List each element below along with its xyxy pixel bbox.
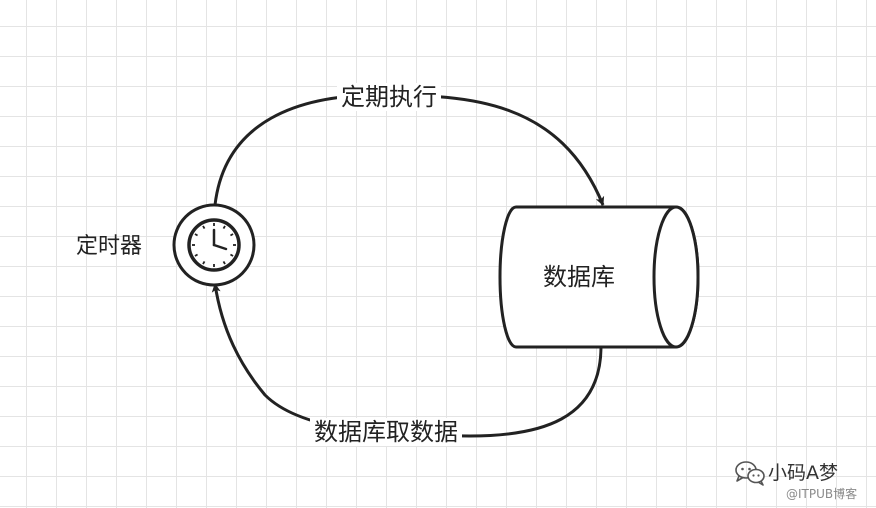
- database-node: [498, 205, 700, 349]
- watermark: 小码A梦 @ITPUB博客: [732, 458, 872, 504]
- clock-tick: [194, 253, 198, 257]
- edge-schedule-label: 定期执行: [337, 83, 441, 111]
- clock-tick: [230, 233, 234, 237]
- clock-icon: [187, 218, 241, 272]
- watermark-source: @ITPUB博客: [786, 487, 858, 501]
- edge-schedule-arrow: [213, 93, 605, 206]
- timer-label: 定时器: [76, 234, 143, 259]
- database-end-cap: [652, 205, 700, 349]
- wechat-icon: [735, 461, 765, 486]
- clock-tick: [222, 225, 226, 229]
- clock-tick: [222, 261, 226, 265]
- clock-tick: [194, 233, 198, 237]
- timer-node: [172, 203, 256, 287]
- clock-ticks: [192, 223, 236, 267]
- clock-tick: [202, 261, 206, 265]
- edge-fetch-label: 数据库取数据: [310, 418, 462, 446]
- database-label: 数据库: [543, 263, 615, 291]
- clock-tick: [202, 225, 206, 229]
- clock-tick: [230, 253, 234, 257]
- watermark-brand: 小码A梦: [768, 462, 838, 484]
